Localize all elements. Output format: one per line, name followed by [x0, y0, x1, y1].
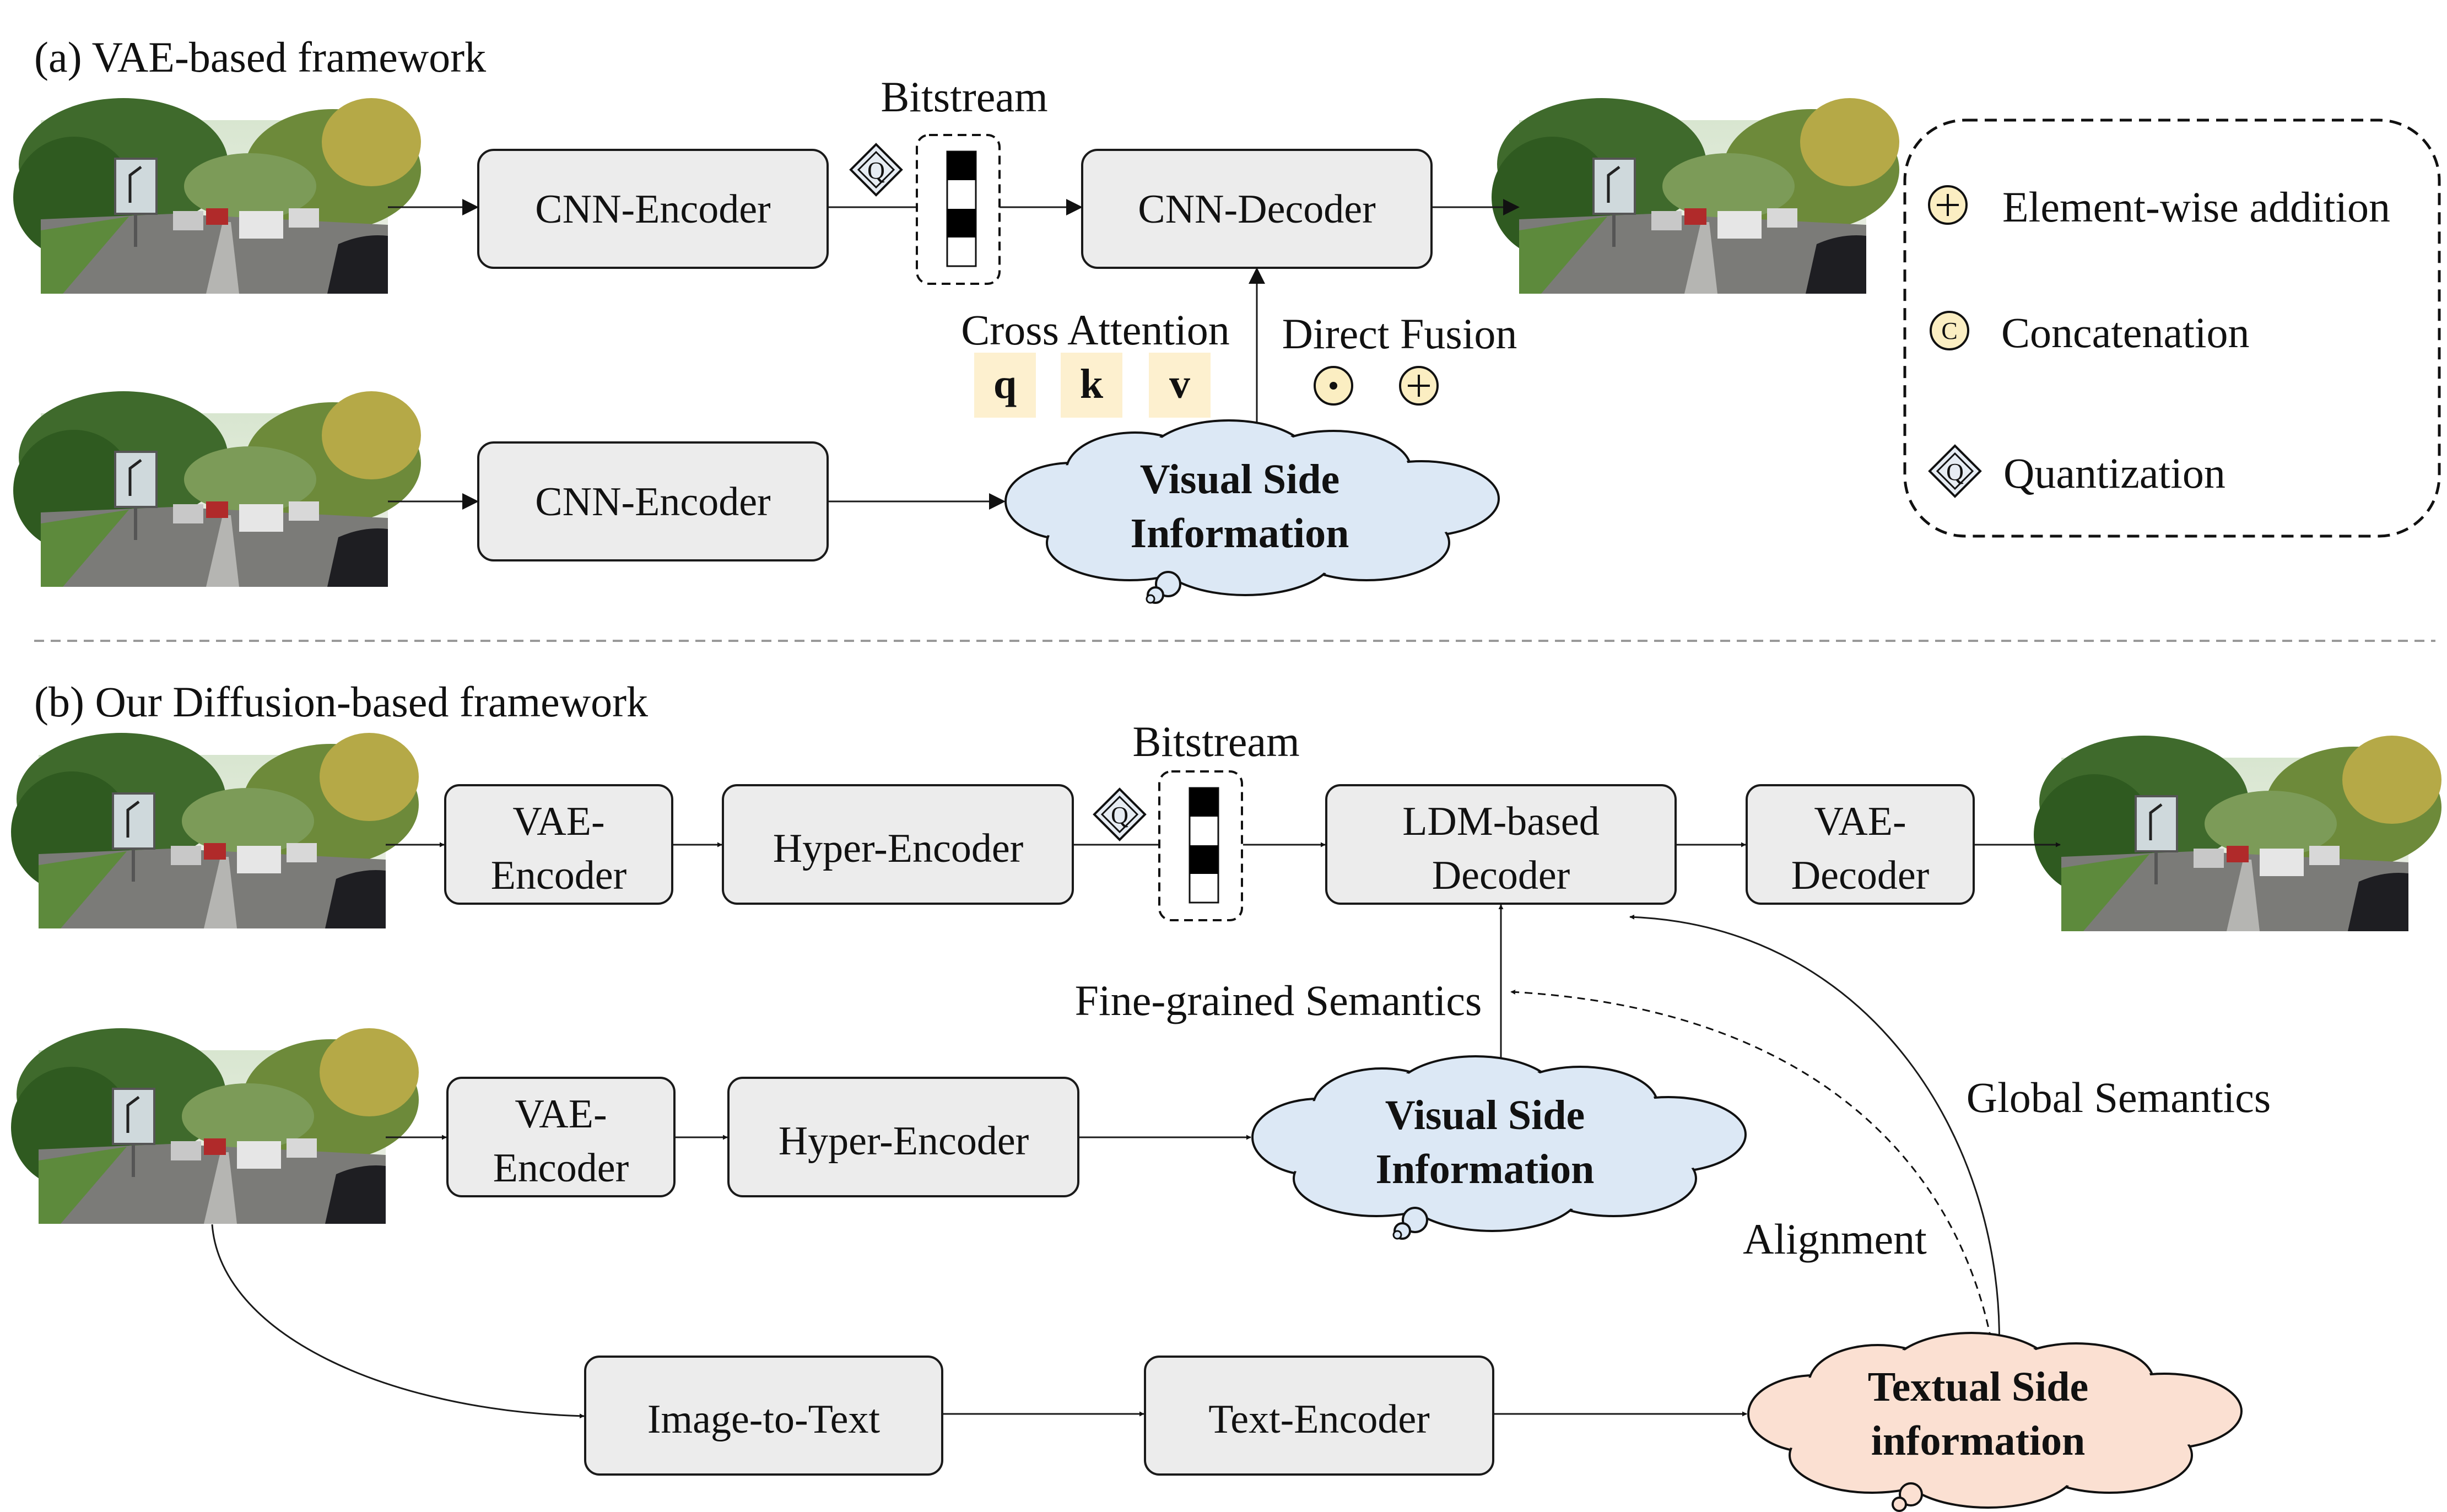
v-box [1149, 353, 1211, 418]
dot-product-icon [1314, 366, 1353, 406]
legend-quantization-label: Quantization [2003, 449, 2225, 497]
cnn-encoder-top-label: CNN-Encoder [535, 187, 770, 232]
quantization-legend-icon: Q [1929, 445, 1981, 498]
bitstream-label-b: Bitstream [1132, 717, 1299, 765]
fine-grained-semantics-label: Fine-grained Semantics [1075, 976, 1482, 1024]
svg-text:Q: Q [1946, 458, 1964, 485]
vae-encoder-side-line1: VAE- [515, 1092, 607, 1137]
legend-frame [1903, 118, 2441, 538]
vae-encoder-side-line2: Encoder [493, 1146, 629, 1191]
quantization-icon-b: Q [1093, 788, 1146, 841]
vae-encoder-top-line1: VAE- [512, 799, 604, 844]
input-image-b [11, 733, 419, 928]
arrow-side-image-to-image2text [211, 1224, 585, 1419]
output-image-a [1492, 98, 1899, 294]
addition-icon-fusion [1399, 366, 1439, 406]
svg-text:Q: Q [867, 157, 885, 184]
q-box [974, 353, 1036, 418]
element-wise-addition-icon [1928, 185, 1968, 225]
svg-text:C: C [1941, 317, 1957, 344]
arrow-alignment [1510, 989, 1995, 1353]
legend-addition-label: Element-wise addition [2002, 183, 2390, 231]
cnn-encoder-side-label: CNN-Encoder [535, 479, 770, 525]
concatenation-icon: C [1930, 311, 1969, 350]
section-b-title: (b) Our Diffusion-based framework [34, 678, 648, 726]
visual-side-info-b-line2: Information [1376, 1146, 1595, 1192]
global-semantics-label: Global Semantics [1967, 1073, 2271, 1121]
side-image-b [11, 1028, 419, 1224]
output-image-b [2034, 736, 2441, 931]
bitstream-b [1158, 770, 1243, 921]
bitstream-a [916, 134, 1001, 285]
cnn-decoder-label: CNN-Decoder [1138, 187, 1376, 232]
legend-concatenation-label: Concatenation [2001, 309, 2250, 357]
vae-decoder-line1: VAE- [1814, 799, 1906, 844]
hyper-encoder-top-label: Hyper-Encoder [773, 826, 1024, 871]
section-a-title: (a) VAE-based framework [34, 33, 486, 81]
hyper-encoder-side-label: Hyper-Encoder [779, 1119, 1029, 1164]
text-encoder-label: Text-Encoder [1208, 1397, 1430, 1442]
textual-side-info-cloud: Textual Side information [1747, 1332, 2243, 1512]
direct-fusion-label: Direct Fusion [1282, 310, 1517, 358]
text-encoder-box [1144, 1356, 1494, 1476]
legend: Element-wise addition C Concatenation Q … [1903, 118, 2441, 538]
visual-side-info-a-line2: Information [1131, 510, 1349, 557]
image-to-text-label: Image-to-Text [647, 1397, 881, 1442]
visual-side-info-cloud-a: Visual Side Information [1004, 419, 1500, 604]
image-to-text-box [584, 1356, 943, 1476]
q-label: q [993, 361, 1017, 407]
side-image-a [13, 391, 421, 587]
k-box [1061, 353, 1122, 418]
v-label: v [1169, 361, 1190, 407]
vae-decoder-line2: Decoder [1791, 853, 1930, 898]
alignment-label: Alignment [1743, 1215, 1927, 1263]
ldm-decoder-line1: LDM-based [1402, 799, 1600, 844]
ldm-decoder-line2: Decoder [1432, 853, 1570, 898]
svg-text:Q: Q [1111, 802, 1128, 829]
textual-side-info-line1: Textual Side [1868, 1364, 2089, 1410]
qkv-group: q k v [974, 353, 1211, 418]
visual-side-info-cloud-b: Visual Side Information [1251, 1055, 1747, 1240]
quantization-icon-a: Q [850, 143, 903, 196]
visual-side-info-a-line1: Visual Side [1140, 456, 1340, 503]
visual-side-info-b-line1: Visual Side [1385, 1092, 1585, 1138]
arrow-global-semantics [1629, 914, 2000, 1353]
bitstream-label-a: Bitstream [881, 73, 1047, 121]
vae-encoder-top-line2: Encoder [491, 853, 627, 898]
input-image-top [13, 98, 421, 294]
textual-side-info-line2: information [1871, 1418, 2085, 1464]
cross-attention-label: Cross Attention [961, 306, 1230, 354]
k-label: k [1080, 361, 1104, 407]
